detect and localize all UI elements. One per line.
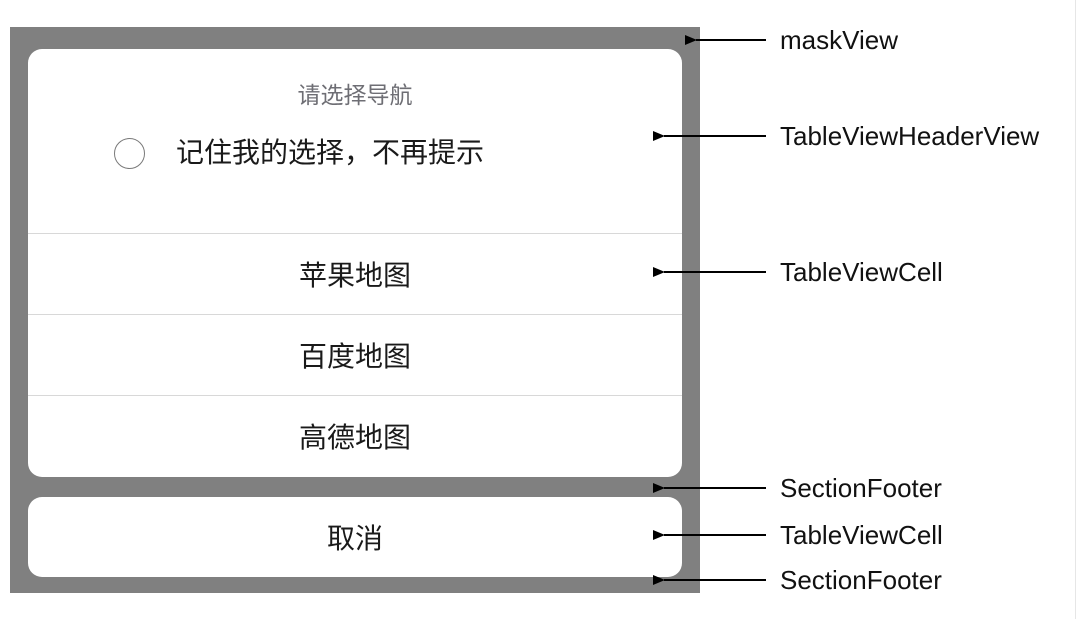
radio-circle-icon[interactable] xyxy=(114,137,145,169)
label-table-header-view: TableViewHeaderView xyxy=(780,121,1040,151)
label-mask-view: maskView xyxy=(780,25,899,55)
header-title: 请选择导航 xyxy=(297,83,413,109)
right-edge-divider xyxy=(1075,0,1076,619)
label-section-footer-bottom: SectionFooter xyxy=(780,565,942,595)
option-baidu-maps[interactable]: 百度地图 xyxy=(28,314,682,394)
action-sheet: 请选择导航 记住我的选择，不再提示 苹果地图 百度地图 高德地图 xyxy=(28,49,682,477)
option-apple-maps[interactable]: 苹果地图 xyxy=(28,233,682,313)
cancel-button[interactable]: 取消 xyxy=(28,497,682,577)
label-table-view-cell: TableViewCell xyxy=(780,257,943,287)
table-header-view: 请选择导航 记住我的选择，不再提示 xyxy=(28,49,682,233)
option-amap[interactable]: 高德地图 xyxy=(28,395,682,475)
remember-choice-label: 记住我的选择，不再提示 xyxy=(176,136,485,169)
label-section-footer: SectionFooter xyxy=(780,473,942,503)
remember-choice-toggle[interactable]: 记住我的选择，不再提示 xyxy=(114,131,484,175)
label-table-view-cell-cancel: TableViewCell xyxy=(780,520,943,550)
